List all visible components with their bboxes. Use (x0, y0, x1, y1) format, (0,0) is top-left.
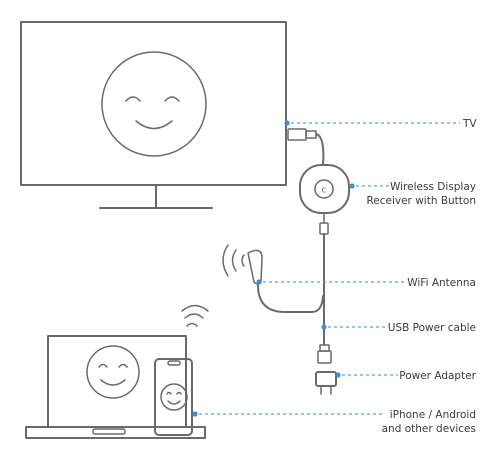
leader-usb (321, 324, 388, 330)
tv-label: TV (462, 118, 477, 130)
tv-icon (20, 21, 287, 209)
laptop-icon (25, 335, 206, 439)
leader-antenna (256, 279, 407, 285)
receiver-dongle-icon: c (299, 164, 350, 214)
usb-power-cable (317, 212, 332, 364)
usb-cable-label: USB Power cable (388, 322, 476, 334)
antenna-wifi-signal-icon (222, 244, 245, 277)
power-adapter-icon (315, 371, 337, 395)
tv-smiley-face-icon (101, 51, 207, 157)
smartphone-icon (154, 358, 193, 436)
receiver-label-line1: Wireless Display (390, 181, 476, 193)
antenna-label: WiFi Antenna (407, 277, 476, 289)
receiver-label-line2: Receiver with Button (366, 195, 476, 207)
adapter-label: Power Adapter (399, 370, 476, 382)
hdmi-plug-icon (287, 128, 325, 166)
leader-devices (192, 411, 385, 417)
devices-label-line1: iPhone / Android (390, 409, 476, 421)
leader-tv (284, 120, 460, 126)
laptop-smiley-face-icon (86, 345, 140, 399)
leader-receiver (349, 183, 392, 189)
laptop-wifi-signal-icon (181, 304, 209, 327)
leader-adapter (335, 372, 398, 378)
svg-text:c: c (322, 186, 327, 196)
devices-label-line2: and other devices (382, 423, 476, 435)
phone-smiley-face-icon (160, 383, 188, 411)
